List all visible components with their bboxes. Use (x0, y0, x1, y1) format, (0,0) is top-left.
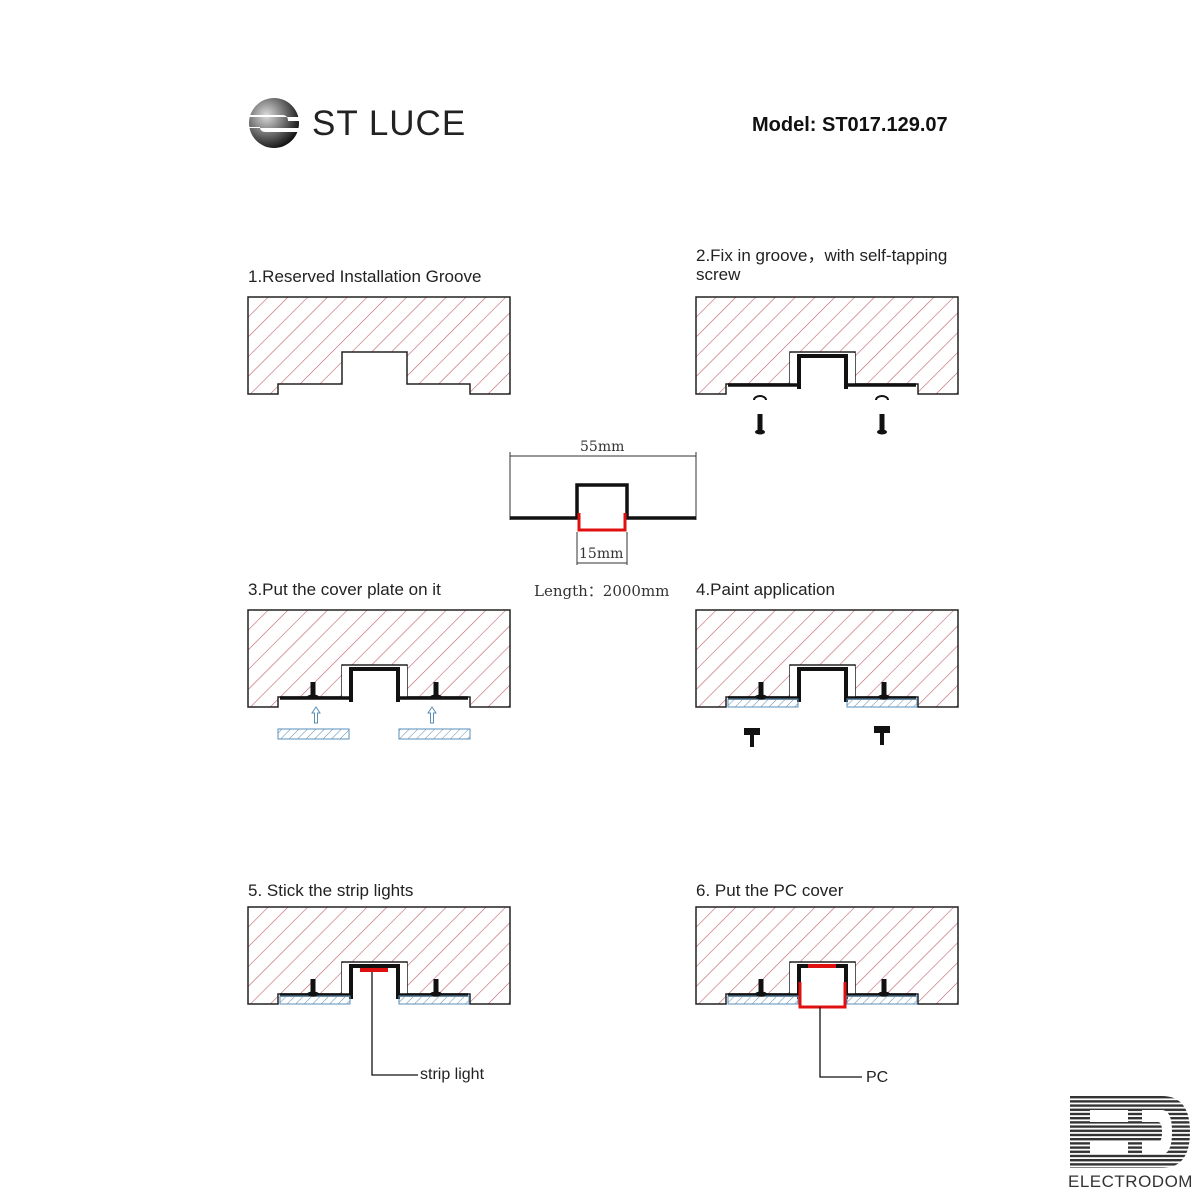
paint-roller-icon (874, 726, 890, 745)
cover-plate (398, 728, 471, 740)
step-2-diagram (695, 296, 959, 436)
width-dimension-label: 55mm (580, 439, 625, 455)
st-luce-logo-icon (248, 98, 300, 148)
arrow-up-icon (311, 706, 321, 724)
electrodom-watermark: ELECTRODOM (1068, 1172, 1193, 1191)
screw-icon (875, 395, 889, 436)
pc-cover (798, 982, 847, 1009)
profile-dimension-diagram (509, 452, 697, 565)
step-3-title: 3.Put the cover plate on it (248, 580, 441, 599)
step-6-diagram (695, 906, 959, 1078)
step-4-diagram (695, 609, 959, 747)
step-5-diagram (247, 906, 511, 1076)
step-2-title: 2.Fix in groove，with self-tapping screw (696, 246, 948, 284)
screw-icon (753, 395, 767, 436)
step-3-diagram (247, 609, 511, 740)
brand-name: ST LUCE (312, 104, 467, 143)
cover-plate (277, 728, 350, 740)
arrow-up-icon (427, 706, 437, 724)
step-5-title: 5. Stick the strip lights (248, 881, 414, 900)
step-1-title: 1.Reserved Installation Groove (248, 267, 482, 286)
length-label: Length：2000mm (534, 582, 670, 600)
step-4-title: 4.Paint application (696, 580, 835, 599)
strip-light-callout: strip light (420, 1066, 485, 1083)
pc-callout: PC (866, 1069, 889, 1086)
model-number: Model: ST017.129.07 (752, 114, 948, 136)
electrodom-logo-icon (1070, 1096, 1190, 1168)
strip-light (360, 968, 388, 972)
step-6-title: 6. Put the PC cover (696, 881, 844, 900)
paint-roller-icon (744, 728, 760, 747)
step-1-diagram (247, 296, 511, 395)
inner-dimension-label: 15mm (579, 546, 624, 562)
